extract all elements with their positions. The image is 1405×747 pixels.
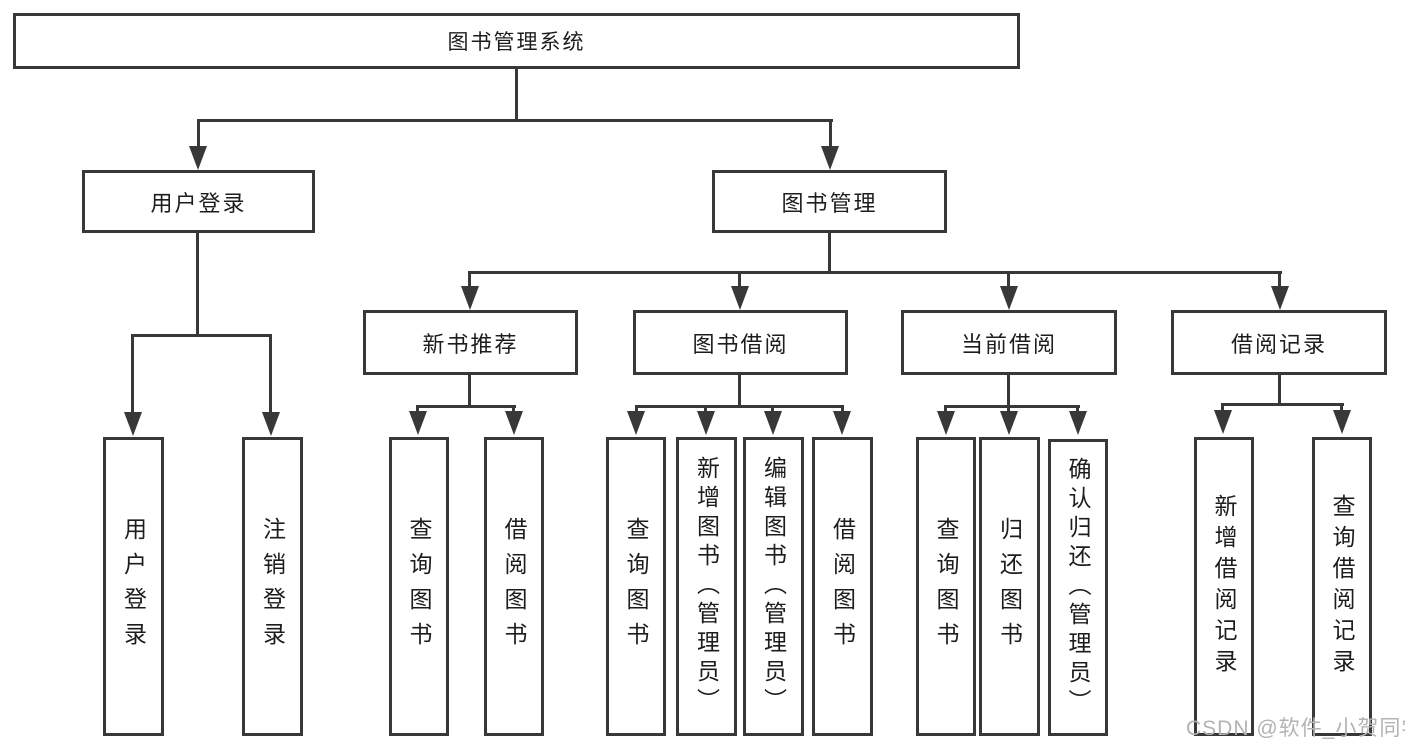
connector-line — [1221, 406, 1224, 411]
arrow-down-icon — [1214, 410, 1232, 434]
node-label: 借阅记录 — [1230, 331, 1327, 357]
leaf-label: 查询借阅记录 — [1329, 493, 1355, 680]
connector-line — [468, 274, 471, 288]
connector-line — [269, 337, 272, 413]
leaf-label: 借阅图书 — [829, 516, 856, 657]
leaf-label: 查询图书 — [623, 516, 649, 657]
arrow-down-icon — [697, 411, 715, 435]
leaf-label: 用户登录 — [120, 516, 147, 657]
node-label: 图书借阅 — [692, 331, 789, 357]
leaf-label: 编辑图书（管理员） — [760, 456, 787, 717]
leaf-query-borrow-record: 查询借阅记录 — [1312, 437, 1372, 736]
node-borrowing-records: 借阅记录 — [1171, 310, 1387, 375]
connector-line — [512, 408, 515, 413]
arrow-down-icon — [461, 286, 479, 310]
connector-line — [1007, 408, 1010, 413]
leaf-label: 新增图书（管理员） — [693, 456, 720, 717]
node-new-book-recommendation: 新书推荐 — [363, 310, 578, 375]
node-book-borrowing: 图书借阅 — [633, 310, 848, 375]
connector-line — [416, 405, 516, 408]
node-label: 图书管理 — [781, 190, 878, 216]
connector-line — [1007, 274, 1010, 288]
connector-line — [738, 274, 741, 288]
arrow-down-icon — [833, 411, 851, 435]
connector-line — [416, 408, 419, 413]
connector-line — [197, 122, 200, 148]
connector-line — [1007, 375, 1010, 407]
connector-line — [771, 408, 774, 413]
connector-line — [738, 375, 741, 407]
connector-line — [1076, 408, 1079, 413]
leaf-edit-books-admin: 编辑图书（管理员） — [743, 437, 804, 736]
connector-line — [841, 408, 844, 413]
arrow-down-icon — [821, 146, 839, 170]
arrow-down-icon — [1000, 411, 1018, 435]
arrow-down-icon — [409, 411, 427, 435]
leaf-confirm-return-admin: 确认归还（管理员） — [1048, 439, 1108, 736]
connector-line — [635, 405, 844, 408]
leaf-label: 确认归还（管理员） — [1065, 457, 1091, 718]
leaf-query-books-current: 查询图书 — [916, 437, 976, 736]
node-current-borrowing: 当前借阅 — [901, 310, 1117, 375]
connector-line — [1340, 406, 1343, 411]
leaf-query-books-borrowing: 查询图书 — [606, 437, 666, 736]
arrow-down-icon — [1000, 286, 1018, 310]
leaf-label: 注销登录 — [259, 516, 286, 657]
connector-line — [1278, 274, 1281, 288]
arrow-down-icon — [764, 411, 782, 435]
leaf-user-login: 用户登录 — [103, 437, 164, 736]
connector-line — [635, 408, 638, 413]
leaf-borrow-books-recommend: 借阅图书 — [484, 437, 544, 736]
node-label: 图书管理系统 — [447, 31, 586, 54]
connector-line — [131, 334, 272, 337]
leaf-add-books-admin: 新增图书（管理员） — [676, 437, 737, 736]
leaf-label: 查询图书 — [406, 516, 432, 657]
connector-line — [944, 408, 947, 413]
node-label: 新书推荐 — [422, 331, 519, 357]
connector-line — [704, 408, 707, 413]
leaf-label: 借阅图书 — [501, 516, 527, 657]
connector-line — [1221, 403, 1344, 406]
leaf-label: 新增借阅记录 — [1211, 493, 1237, 680]
arrow-down-icon — [1333, 410, 1351, 434]
arrow-down-icon — [505, 411, 523, 435]
node-book-management: 图书管理 — [712, 170, 947, 233]
arrow-down-icon — [1271, 286, 1289, 310]
arrow-down-icon — [1069, 411, 1087, 435]
connector-line — [468, 375, 471, 407]
leaf-label: 查询图书 — [933, 516, 959, 657]
connector-line — [1278, 375, 1281, 405]
arrow-down-icon — [731, 286, 749, 310]
node-label: 用户登录 — [150, 190, 247, 216]
arrow-down-icon — [189, 146, 207, 170]
node-user-login: 用户登录 — [82, 170, 315, 233]
leaf-borrow-books: 借阅图书 — [812, 437, 873, 736]
leaf-query-books-recommend: 查询图书 — [389, 437, 449, 736]
node-library-management-system: 图书管理系统 — [13, 13, 1020, 69]
arrow-down-icon — [124, 412, 142, 436]
connector-line — [828, 233, 831, 273]
node-label: 当前借阅 — [960, 331, 1057, 357]
leaf-logout-login: 注销登录 — [242, 437, 303, 736]
arrow-down-icon — [262, 412, 280, 436]
connector-line — [829, 122, 832, 148]
connector-line — [515, 69, 518, 121]
arrow-down-icon — [937, 411, 955, 435]
leaf-label: 归还图书 — [996, 516, 1023, 657]
csdn-watermark: CSDN @软件_小贺同学 — [1186, 717, 1405, 740]
leaf-return-books: 归还图书 — [979, 437, 1040, 736]
connector-line — [468, 271, 1282, 274]
arrow-down-icon — [627, 411, 645, 435]
leaf-add-borrow-record: 新增借阅记录 — [1194, 437, 1254, 736]
connector-line — [131, 337, 134, 413]
connector-line — [197, 119, 833, 122]
connector-line — [944, 405, 1080, 408]
connector-line — [196, 233, 199, 336]
